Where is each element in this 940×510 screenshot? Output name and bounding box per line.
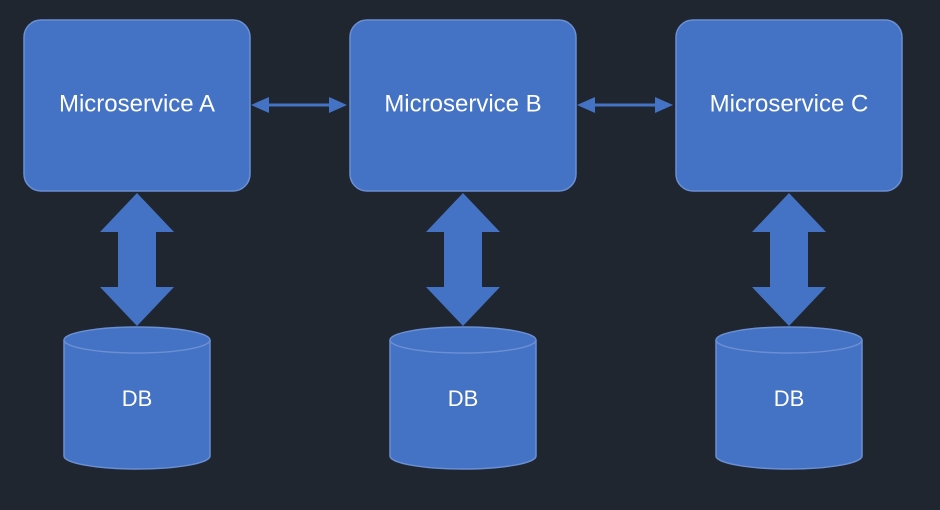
microservice-c-label: Microservice C (710, 90, 869, 117)
microservice-a-box (23, 19, 251, 192)
database-b-cylinder (389, 326, 537, 470)
service-connector-b-c (577, 97, 673, 113)
database-c-rim (715, 339, 863, 354)
database-a-cylinder (63, 326, 211, 470)
database-a-label: DB (122, 386, 153, 411)
microservice-b-label: Microservice B (384, 90, 541, 117)
microservice-c-node: Microservice C (675, 19, 903, 192)
database-a-rim (63, 339, 211, 354)
db-connector-c (752, 193, 826, 326)
database-c-cylinder (715, 326, 863, 470)
microservice-b-box (349, 19, 577, 192)
database-a-node: DB (63, 326, 211, 470)
database-b-label: DB (448, 386, 479, 411)
database-c-node: DB (715, 326, 863, 470)
db-connector-b (426, 193, 500, 326)
database-b-rim (389, 339, 537, 354)
service-connector-a-b (251, 97, 347, 113)
database-c-label: DB (774, 386, 805, 411)
database-b-node: DB (389, 326, 537, 470)
db-connector-a (100, 193, 174, 326)
microservice-c-box (675, 19, 903, 192)
microservice-b-node: Microservice B (349, 19, 577, 192)
microservice-a-node: Microservice A (23, 19, 251, 192)
microservice-a-label: Microservice A (59, 90, 215, 117)
